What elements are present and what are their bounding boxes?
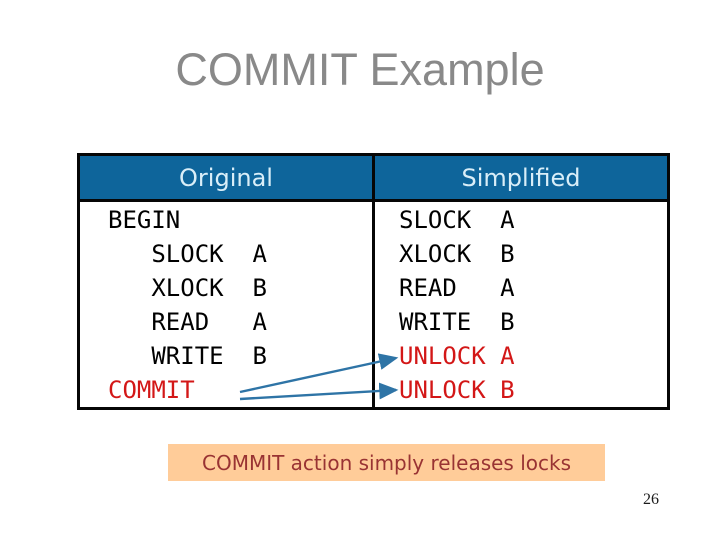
- caption-box: COMMIT action simply releases locks: [168, 444, 605, 481]
- code-line-read-a: READ A: [108, 308, 267, 336]
- comparison-table: Original BEGIN SLOCK A XLOCK B READ A WR…: [77, 153, 670, 410]
- code-line-commit: COMMIT: [108, 376, 195, 404]
- code-line-write-b-simplified: WRITE B: [399, 308, 515, 336]
- code-line-write-b: WRITE B: [108, 342, 267, 370]
- page-number: 26: [643, 491, 659, 508]
- code-line-slock-a: SLOCK A: [108, 240, 267, 268]
- caption-text: COMMIT action simply releases locks: [201, 450, 571, 475]
- table-body-simplified: SLOCK A XLOCK B READ A WRITE B UNLOCK A …: [375, 202, 667, 407]
- code-line-slock-a-simplified: SLOCK A: [399, 206, 515, 234]
- slide-title: COMMIT Example: [175, 44, 545, 95]
- code-line-begin: BEGIN: [108, 206, 181, 234]
- table-column-simplified: Simplified SLOCK A XLOCK B READ A WRITE …: [375, 156, 667, 407]
- code-line-xlock-b-simplified: XLOCK B: [399, 240, 515, 268]
- code-line-xlock-b: XLOCK B: [108, 274, 267, 302]
- table-header-original: Original: [80, 156, 372, 202]
- table-header-simplified: Simplified: [375, 156, 667, 202]
- code-line-read-a-simplified: READ A: [399, 274, 515, 302]
- table-body-original: BEGIN SLOCK A XLOCK B READ A WRITE B COM…: [80, 202, 372, 407]
- code-line-unlock-a: UNLOCK A: [399, 342, 515, 370]
- table-column-original: Original BEGIN SLOCK A XLOCK B READ A WR…: [80, 156, 375, 407]
- code-line-unlock-b: UNLOCK B: [399, 376, 515, 404]
